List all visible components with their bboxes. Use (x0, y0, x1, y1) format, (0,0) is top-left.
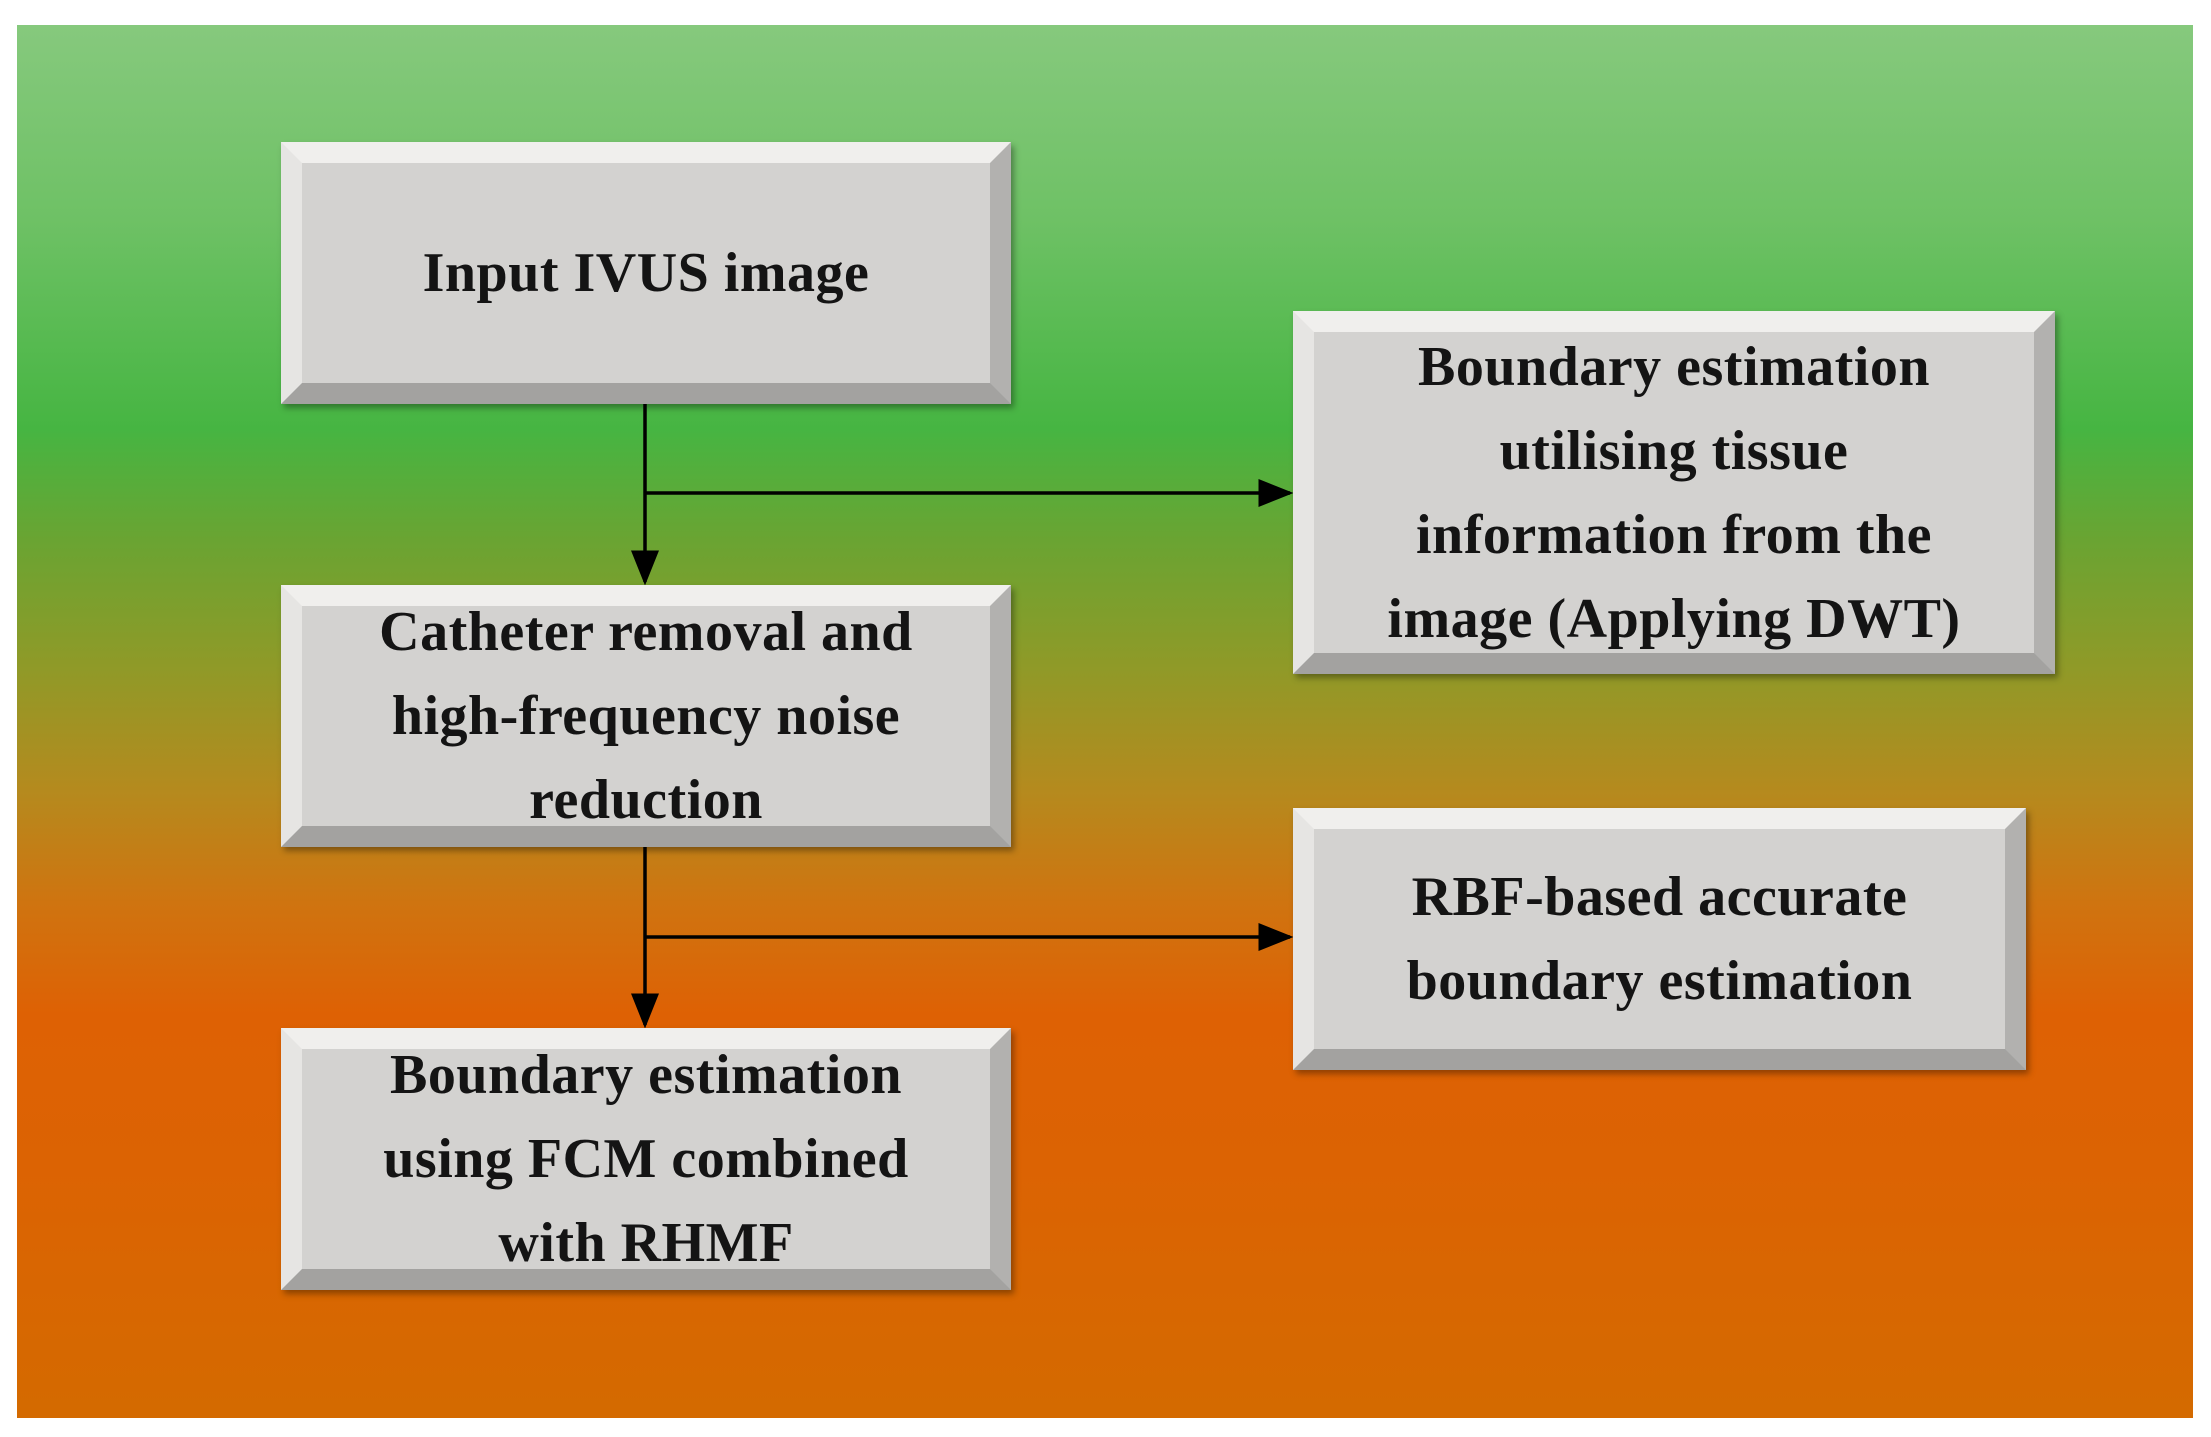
node-rbf-boundary-estimation: RBF-based accurate boundary estimation (1293, 808, 2026, 1070)
node-dwt-boundary-estimation: Boundary estimation utilising tissue inf… (1293, 311, 2055, 674)
node-dwt-label: Boundary estimation utilising tissue inf… (1387, 335, 1961, 650)
node-catheter-removal: Catheter removal and high-frequency nois… (281, 585, 1011, 847)
node-input-ivus-image: Input IVUS image (281, 142, 1011, 404)
node-input-label: Input IVUS image (422, 242, 870, 304)
node-rbf-label: RBF-based accurate boundary estimation (1406, 866, 1913, 1012)
node-fcm-boundary-estimation: Boundary estimation using FCM combined w… (281, 1028, 1011, 1290)
node-catheter-label: Catheter removal and high-frequency nois… (379, 601, 913, 831)
node-fcm-label: Boundary estimation using FCM combined w… (383, 1044, 909, 1274)
